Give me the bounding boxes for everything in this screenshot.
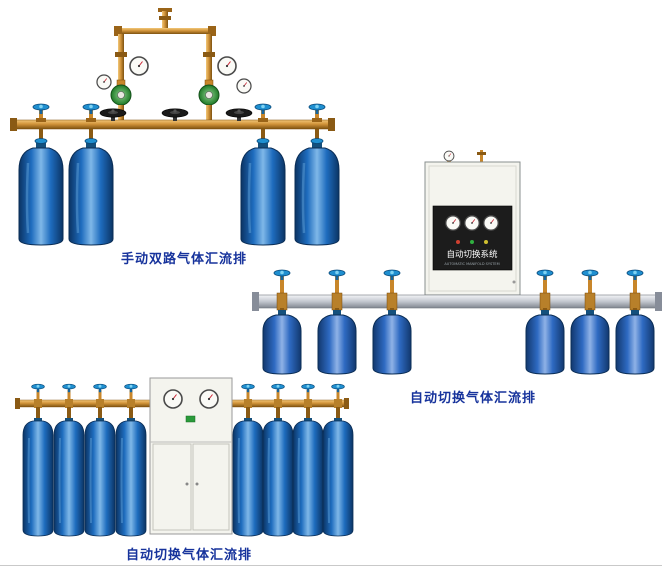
gas-cylinder [262, 417, 294, 537]
gas-cylinder [372, 309, 412, 375]
cylinder-station [17, 103, 65, 247]
cylinder-station [293, 103, 341, 247]
cylinder-valve-knob [271, 383, 285, 393]
cylinder-station [372, 269, 412, 375]
indicator-light [470, 240, 474, 244]
cylinder-valve-knob [82, 103, 100, 115]
product-auto-switch-gas-manifold-wall: 自动切换系统 AUTOMATIC MANIFOLD SYSTEM [252, 150, 662, 408]
bottom-divider [0, 565, 662, 566]
cylinder-station [22, 383, 54, 537]
control-cabinet [149, 377, 233, 535]
cabinet-door [192, 443, 230, 531]
product-caption: 手动双路气体汇流排 [120, 252, 247, 267]
pressure-gauge [217, 56, 237, 76]
control-button [185, 415, 196, 423]
gas-cylinder [262, 309, 302, 375]
pressure-gauge [236, 78, 252, 94]
cylinder-station [292, 383, 324, 537]
manual-dual-manifold-illustration [10, 8, 341, 247]
pressure-gauge [464, 215, 480, 231]
gas-cylinder [570, 309, 610, 375]
pressure-gauge [483, 215, 499, 231]
cabinet-door [152, 443, 192, 531]
valve-handwheel [225, 108, 253, 122]
cylinder-station [84, 383, 116, 537]
pressure-gauge [443, 150, 455, 162]
gas-cylinder [53, 417, 85, 537]
cylinder-station [115, 383, 147, 537]
regulator [110, 79, 132, 106]
pressure-gauge [96, 74, 112, 90]
cylinder-valve-knob [383, 269, 401, 281]
cylinder-station [239, 103, 287, 247]
cylinder-station [232, 383, 264, 537]
cylinder-valve-knob [62, 383, 76, 393]
cylinder-valve-knob [581, 269, 599, 281]
cabinet-subtitle: AUTOMATIC MANIFOLD SYSTEM [444, 262, 499, 266]
cylinder-station [570, 269, 610, 375]
gas-cylinder [22, 417, 54, 537]
gas-cylinder [525, 309, 565, 375]
cylinder-valve-knob [301, 383, 315, 393]
product-caption: 自动切换气体汇流排 [125, 548, 252, 563]
door-handle [185, 482, 189, 486]
gas-cylinder [615, 309, 655, 375]
cylinder-valve-knob [241, 383, 255, 393]
gas-cylinder [17, 137, 65, 247]
gas-cylinder [67, 137, 115, 247]
cylinder-valve-knob [32, 103, 50, 115]
cylinder-valve-knob [93, 383, 107, 393]
cylinder-valve-knob [328, 269, 346, 281]
gas-cylinder [317, 309, 357, 375]
door-handle [195, 482, 199, 486]
cylinder-station [615, 269, 655, 375]
pressure-gauge [445, 215, 461, 231]
cylinder-station [322, 383, 354, 537]
manifold-top-assembly [114, 8, 216, 106]
product-auto-switch-gas-manifold-floor: 自动切换气体汇流排 [10, 372, 355, 564]
pressure-gauge [163, 389, 183, 409]
gas-cylinder [115, 417, 147, 537]
gas-cylinder [232, 417, 264, 537]
gas-cylinder [292, 417, 324, 537]
cabinet-title: 自动切换系统 [446, 249, 498, 260]
auto-switch-manifold-illustration: 自动切换系统 AUTOMATIC MANIFOLD SYSTEM [252, 150, 662, 375]
control-cabinet: 自动切换系统 AUTOMATIC MANIFOLD SYSTEM [424, 150, 521, 296]
cylinder-valve-knob [308, 103, 326, 115]
cylinder-valve-knob [331, 383, 345, 393]
cylinder-station [317, 269, 357, 375]
cylinder-valve-knob [536, 269, 554, 281]
valve-handwheel [161, 108, 189, 122]
pressure-gauge [199, 389, 219, 409]
cylinder-valve-knob [273, 269, 291, 281]
indicator-light [456, 240, 460, 244]
cabinet-lock [512, 280, 516, 284]
cylinder-station [67, 103, 115, 247]
cylinder-valve-knob [31, 383, 45, 393]
gas-cylinder [84, 417, 116, 537]
cylinder-valve-knob [124, 383, 138, 393]
cylinder-station [262, 269, 302, 375]
product-manual-dual-gas-manifold: 手动双路气体汇流排 [5, 6, 341, 268]
pressure-gauge [129, 56, 149, 76]
cylinder-valve-knob [626, 269, 644, 281]
regulator [198, 79, 220, 106]
manifold-rail [252, 292, 662, 311]
product-caption: 自动切换气体汇流排 [409, 391, 536, 406]
cylinder-station [53, 383, 85, 537]
cylinder-station [262, 383, 294, 537]
cylinder-station [525, 269, 565, 375]
indicator-light [484, 240, 488, 244]
auto-switch-manifold-floor-illustration [15, 377, 354, 537]
cylinder-valve-knob [254, 103, 272, 115]
gas-cylinder [322, 417, 354, 537]
